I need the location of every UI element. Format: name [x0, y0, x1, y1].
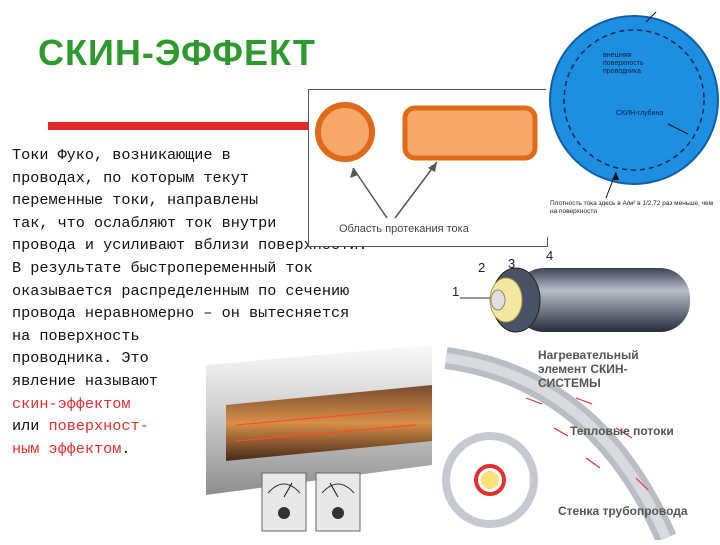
body-line: явление называют	[12, 371, 158, 390]
term-skin-effect: скин-эффектом	[12, 394, 131, 413]
body-text: Токи Фуко, возникающие в проводах, по ко…	[12, 144, 432, 460]
heating-system-diagram: Нагревательный элемент СКИН- СИСТЕМЫ Теп…	[436, 338, 720, 543]
skin-depth-diagram: внешняя поверхность проводника СКИН-глуб…	[546, 9, 720, 237]
induction-heating-photo	[196, 345, 432, 540]
arrowhead	[428, 162, 437, 172]
skin-depth-boundary	[563, 29, 705, 171]
body-line: Токи Фуко, возникающие в	[12, 146, 231, 164]
cable-number-1: 1	[452, 284, 460, 299]
body-line: провода и усиливают вблизи поверхности.	[12, 236, 368, 255]
cable-core	[490, 289, 506, 311]
period: .	[121, 439, 131, 458]
heating-element-label-2: элемент СКИН-	[538, 362, 628, 376]
body-line: переменные токи, направлены	[12, 191, 259, 210]
pipe-wall-label: Стенка трубопровода	[558, 504, 688, 518]
body-line: или поверхност-	[12, 415, 432, 438]
body-line: В результате быстропеременный ток	[12, 258, 313, 277]
arrow-to-round	[352, 167, 388, 219]
body-line: на поверхность	[12, 326, 140, 345]
term-surface-effect-part1: поверхност-	[48, 417, 149, 436]
body-line: оказывается распределенным по сечению	[12, 281, 350, 300]
body-line: проводника. Это	[12, 349, 149, 368]
meter-right	[315, 472, 361, 532]
body-line: так, что ослабляют ток внутри	[12, 213, 277, 232]
cable-number-2: 2	[478, 260, 486, 275]
body-line: провода неравномерно – он вытесняется	[12, 304, 350, 323]
body-line: ным эффектом.	[12, 438, 432, 461]
current-area-diagram: Область протекания тока	[308, 89, 548, 247]
current-area-svg	[315, 102, 538, 219]
cable-insulation	[489, 277, 523, 323]
body-line: проводах, по которым текут	[12, 168, 249, 187]
round-conductor	[315, 102, 375, 162]
cable-diagram: 1 2 3 4	[446, 248, 696, 338]
heat-flow-arrows	[525, 397, 649, 491]
arrowhead	[350, 168, 358, 178]
skin-depth-label: СКИН-глубина	[616, 110, 664, 117]
cable-number-4: 4	[546, 248, 554, 263]
skin-depth-svg	[546, 9, 720, 237]
cable-jacket	[514, 268, 690, 332]
induction-photo-svg	[196, 345, 432, 540]
term-surface-effect-part2: ным эффектом	[12, 439, 122, 458]
cable-number-3: 3	[508, 256, 516, 271]
current-lines	[235, 408, 417, 442]
current-area-caption: Область протекания тока	[339, 223, 469, 235]
flat-conductor	[402, 105, 538, 161]
heating-element-label-1: Нагревательный	[538, 348, 639, 362]
cable-svg	[460, 267, 690, 333]
heat-flows-label: Тепловые потоки	[570, 424, 674, 438]
body-line-prefix: или	[12, 417, 49, 436]
density-note: Плотность тока здесь в А/м² в 1/2,72 раз…	[550, 200, 714, 215]
conductor-cross-section	[549, 15, 719, 185]
page-title: СКИН-ЭФФЕКТ	[38, 32, 316, 73]
heating-element-label-3: СИСТЕМЫ	[538, 376, 601, 390]
title-underline	[48, 122, 310, 130]
outer-surface-label: внешняя поверхность проводника	[603, 52, 644, 75]
arrow-to-flat	[394, 161, 438, 219]
inner-conductor	[226, 385, 432, 461]
meter-left	[261, 472, 307, 532]
heating-svg	[436, 338, 720, 543]
